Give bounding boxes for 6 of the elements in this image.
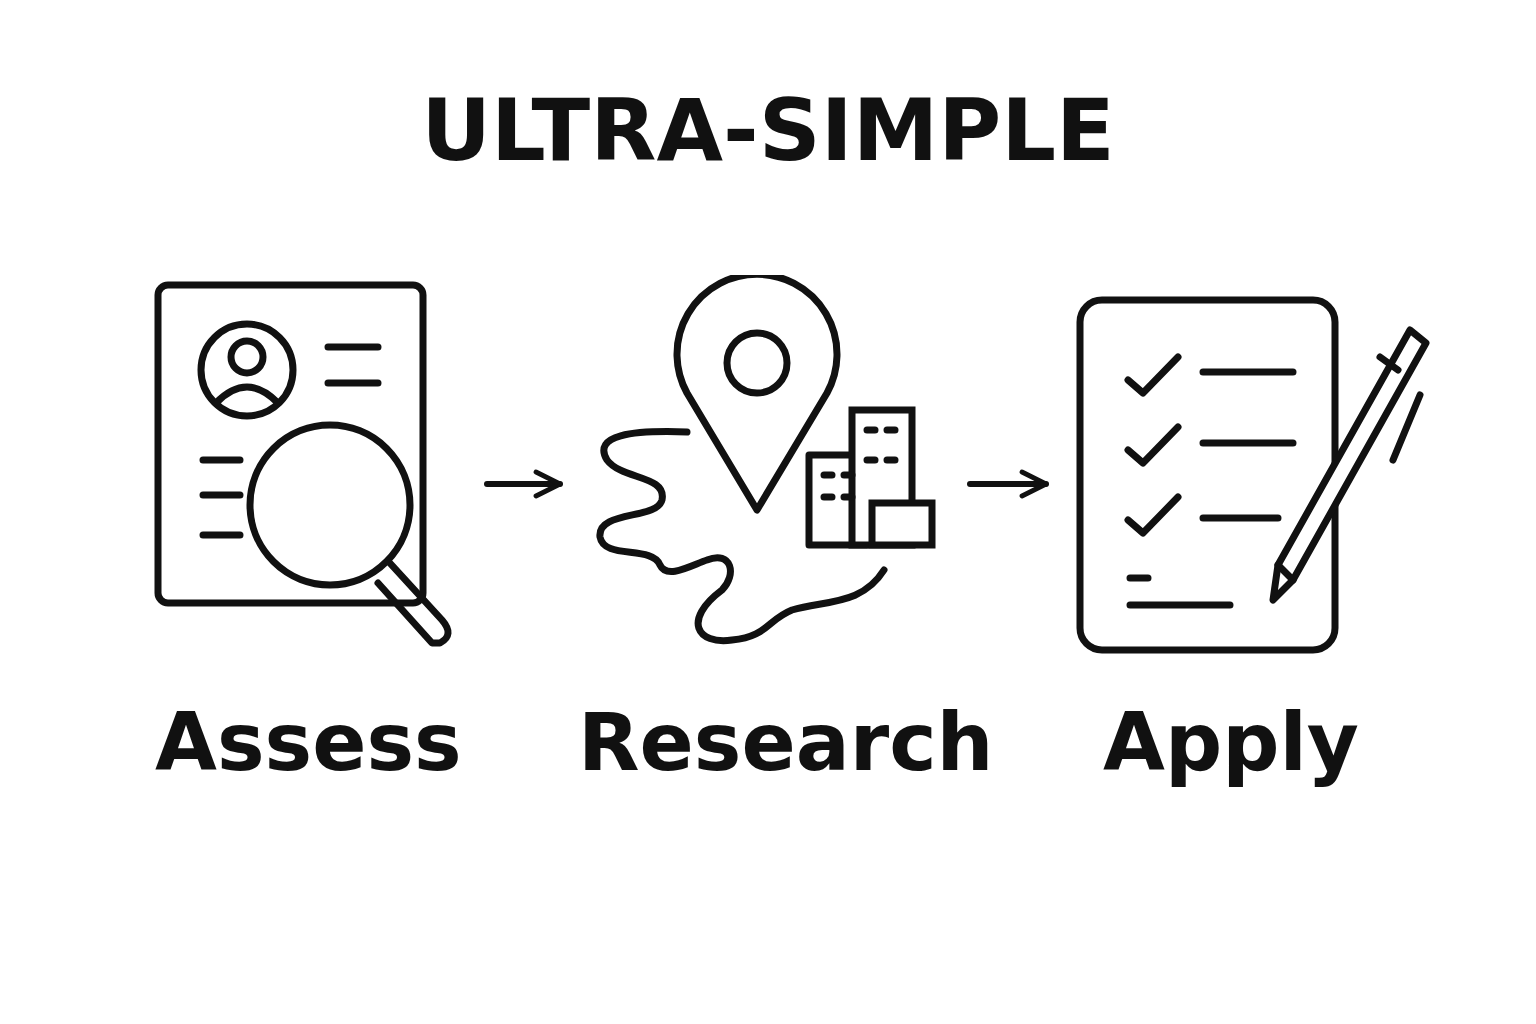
title: ULTRA-SIMPLE — [421, 80, 1115, 180]
step-label: Assess — [155, 695, 462, 791]
step-label: Apply — [1103, 695, 1359, 791]
arrow — [484, 469, 563, 499]
arrow — [967, 469, 1049, 499]
step-label: Research — [578, 695, 994, 791]
